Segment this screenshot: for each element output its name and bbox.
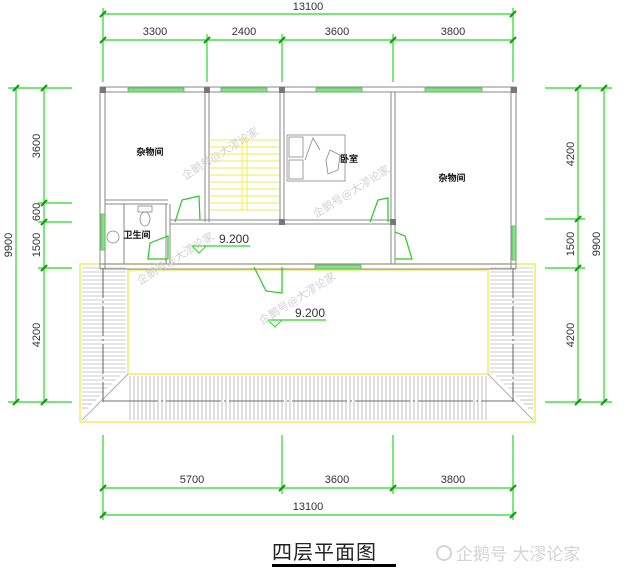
level-mark-terrace: 9.200 xyxy=(267,306,326,328)
right-overall-dimension: 9900 xyxy=(591,232,603,256)
bottom-dimension-2: 3600 xyxy=(325,474,349,486)
left-dimension-1: 3600 xyxy=(31,134,43,158)
top-dimension-3: 3600 xyxy=(325,26,349,38)
top-dimension-1: 3300 xyxy=(143,26,167,38)
room-label-storage-right: 杂物间 xyxy=(438,172,465,184)
watermark-brand-text: 企鹅号 大漻论家 xyxy=(456,545,581,565)
top-dimension-2: 2400 xyxy=(232,26,256,38)
windows xyxy=(100,87,517,270)
bottom-overall-dimension: 13100 xyxy=(293,501,324,513)
watermark-text-1: 企鹅号@大漻论家 xyxy=(179,124,261,183)
bedroom-furniture xyxy=(286,134,346,182)
bottom-dimension-1: 5700 xyxy=(180,474,204,486)
staircase xyxy=(210,137,279,211)
left-dimension-4: 4200 xyxy=(31,323,43,347)
left-dimension-3: 1500 xyxy=(31,233,43,257)
room-label-bathroom: 卫生间 xyxy=(123,229,150,241)
left-dimension-2: 600 xyxy=(31,203,43,221)
columns xyxy=(100,87,517,225)
room-label-bedroom: 卧室 xyxy=(340,153,358,165)
top-overall-dimension: 13100 xyxy=(293,1,324,13)
watermark-text-2: 企鹅号@大漻论家 xyxy=(310,162,392,221)
doors xyxy=(147,195,413,294)
right-dimension-2: 1500 xyxy=(565,232,577,256)
drawing-title: 四层平面图 xyxy=(272,540,377,564)
dimension-ticks xyxy=(12,10,608,519)
corridor-level-text: 9.200 xyxy=(219,232,249,246)
title-underline xyxy=(272,564,396,567)
bathroom-fixtures xyxy=(106,205,153,244)
right-dimension-3: 4200 xyxy=(565,323,577,347)
room-label-storage-left: 杂物间 xyxy=(136,146,163,158)
left-overall-dimension: 9900 xyxy=(3,233,15,257)
right-dimension-1: 4200 xyxy=(565,142,577,166)
bottom-dimension-3: 3800 xyxy=(441,474,465,486)
watermark-brand: 企鹅号 大漻论家 xyxy=(436,540,580,565)
terrace-level-text: 9.200 xyxy=(295,306,325,320)
terrace-roof xyxy=(79,263,536,423)
top-dimension-4: 3800 xyxy=(441,26,465,38)
penguin-logo-icon xyxy=(436,544,452,561)
level-mark-corridor: 9.200 xyxy=(191,232,250,254)
